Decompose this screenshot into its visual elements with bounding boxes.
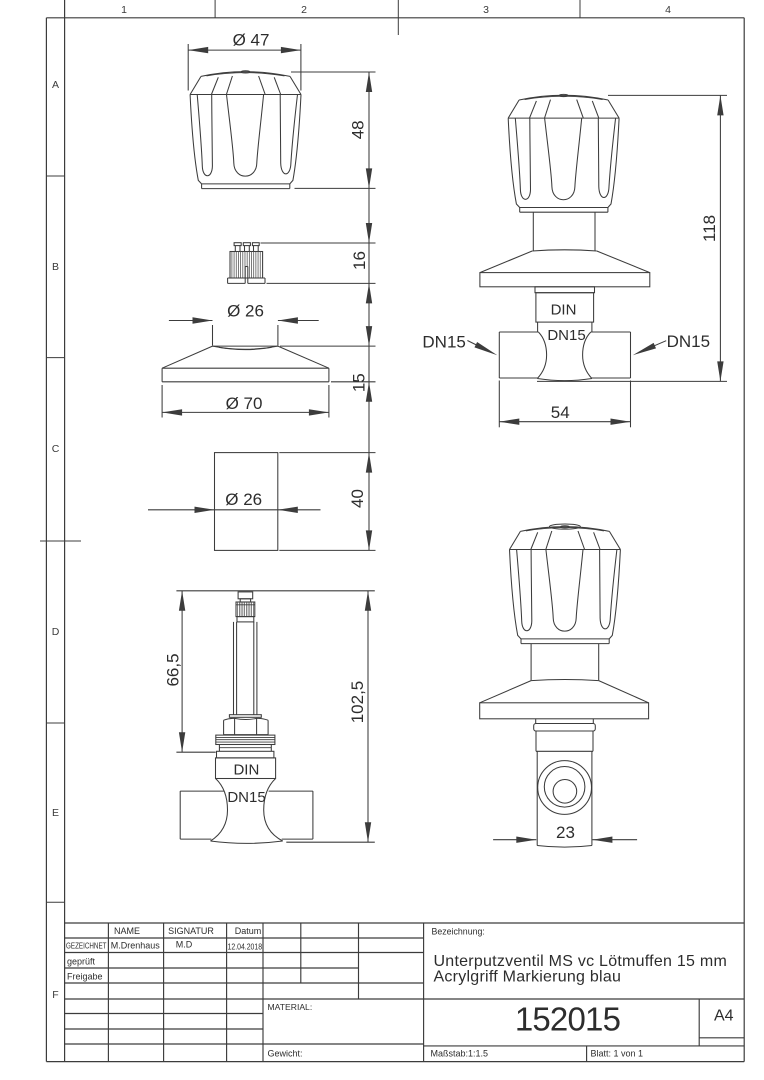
svg-text:Unterputzventil MS vc Lötmuffe: Unterputzventil MS vc Lötmuffen 15 mm [434,953,728,970]
svg-text:A: A [52,79,59,91]
svg-text:DIN: DIN [233,762,259,779]
svg-text:16: 16 [350,251,369,270]
svg-text:MATERIAL:: MATERIAL: [268,1002,313,1012]
svg-text:DN15: DN15 [422,332,465,351]
svg-text:Ø 70: Ø 70 [226,394,263,413]
svg-text:Gewicht:: Gewicht: [268,1049,303,1059]
svg-text:DN15: DN15 [227,789,265,806]
svg-text:48: 48 [349,120,368,139]
svg-text:66,5: 66,5 [164,653,183,686]
svg-text:SIGNATUR: SIGNATUR [168,926,214,936]
svg-text:Ø 26: Ø 26 [227,301,264,320]
svg-text:F: F [52,989,58,1001]
svg-text:Acrylgriff Markierung blau: Acrylgriff Markierung blau [434,968,622,985]
svg-text:Ø 47: Ø 47 [233,31,270,50]
svg-text:Datum: Datum [235,926,262,936]
svg-text:DN15: DN15 [547,327,585,344]
svg-text:102,5: 102,5 [348,681,367,724]
svg-text:12.04.2018: 12.04.2018 [228,942,263,952]
svg-text:Ø 26: Ø 26 [225,490,262,509]
svg-text:E: E [52,807,59,819]
svg-text:40: 40 [348,489,367,508]
svg-text:M.D: M.D [176,940,193,950]
svg-text:B: B [52,261,59,273]
svg-text:Maßstab:1:1.5: Maßstab:1:1.5 [431,1049,489,1059]
svg-text:23: 23 [556,823,575,842]
svg-text:1: 1 [121,4,127,16]
svg-text:D: D [52,626,60,638]
svg-text:4: 4 [665,4,671,16]
svg-text:DIN: DIN [551,301,577,318]
svg-text:Freigabe: Freigabe [67,971,103,981]
svg-text:A4: A4 [714,1008,734,1025]
svg-text:152015: 152015 [515,1001,620,1038]
svg-text:M.Drenhaus: M.Drenhaus [111,941,161,951]
svg-text:geprüft: geprüft [67,956,96,966]
svg-text:GEZEICHNET: GEZEICHNET [66,942,107,951]
svg-text:DN15: DN15 [667,332,710,351]
svg-text:NAME: NAME [114,926,140,936]
svg-text:15: 15 [350,373,369,392]
svg-text:Blatt: 1 von 1: Blatt: 1 von 1 [591,1049,644,1059]
svg-text:Bezeichnung:: Bezeichnung: [432,927,485,937]
svg-text:118: 118 [700,215,719,242]
svg-text:3: 3 [483,4,489,16]
svg-text:2: 2 [301,4,307,16]
svg-text:54: 54 [551,403,570,422]
svg-text:C: C [52,443,60,455]
